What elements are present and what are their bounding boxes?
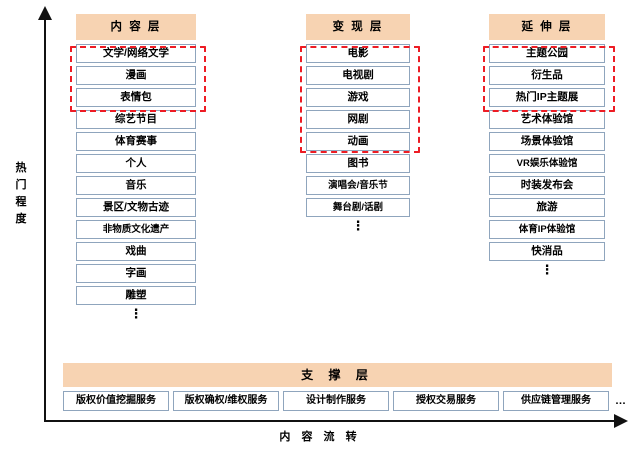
node-extension-9[interactable]: 快消品: [489, 242, 605, 261]
node-extension-7[interactable]: 旅游: [489, 198, 605, 217]
node-content-1[interactable]: 漫画: [76, 66, 196, 85]
node-extension-2[interactable]: 热门IP主题展: [489, 88, 605, 107]
y-axis-label-char-2: 程: [15, 196, 27, 208]
node-support-4[interactable]: 供应链管理服务: [503, 391, 609, 411]
node-extension-3[interactable]: 艺术体验馆: [489, 110, 605, 129]
node-monetization-7[interactable]: 舞台剧/话剧: [306, 198, 410, 217]
support-layer-row: 版权价值挖掘服务 版权确权/维权服务 设计制作服务 授权交易服务 供应链管理服务…: [63, 391, 627, 411]
node-content-3[interactable]: 综艺节目: [76, 110, 196, 129]
node-content-9[interactable]: 戏曲: [76, 242, 196, 261]
node-extension-8[interactable]: 体育IP体验馆: [489, 220, 605, 239]
node-monetization-1[interactable]: 电视剧: [306, 66, 410, 85]
x-axis-arrowhead-icon: [614, 414, 628, 428]
y-axis-label: 热 门 程 度: [10, 160, 32, 228]
y-axis-line: [44, 18, 46, 422]
y-axis-label-char-1: 门: [15, 179, 27, 191]
ellipsis-extension-layer: ⋮: [540, 262, 554, 277]
node-monetization-3[interactable]: 网剧: [306, 110, 410, 129]
column-header-extension-layer: 延 伸 层: [489, 14, 605, 40]
column-monetization-layer: 变 现 层 电影 电视剧 游戏 网剧 动画 图书 演唱会/音乐节 舞台剧/话剧 …: [306, 14, 410, 234]
node-content-2[interactable]: 表情包: [76, 88, 196, 107]
node-support-0[interactable]: 版权价值挖掘服务: [63, 391, 169, 411]
ellipsis-support-layer: …: [615, 395, 626, 407]
node-monetization-5[interactable]: 图书: [306, 154, 410, 173]
node-content-6[interactable]: 音乐: [76, 176, 196, 195]
node-extension-0[interactable]: 主题公园: [489, 44, 605, 63]
y-axis-label-char-3: 度: [15, 213, 27, 225]
node-content-10[interactable]: 字画: [76, 264, 196, 283]
y-axis-arrowhead-icon: [38, 6, 52, 20]
column-header-content-layer: 内 容 层: [76, 14, 196, 40]
x-axis-label: 内 容 流 转: [279, 431, 361, 443]
ellipsis-monetization-layer: ⋮: [351, 218, 365, 233]
node-content-11[interactable]: 雕塑: [76, 286, 196, 305]
node-monetization-0[interactable]: 电影: [306, 44, 410, 63]
node-content-5[interactable]: 个人: [76, 154, 196, 173]
node-content-4[interactable]: 体育赛事: [76, 132, 196, 151]
support-layer-header: 支 撑 层: [63, 363, 612, 387]
column-content-layer: 内 容 层 文学/网络文学 漫画 表情包 综艺节目 体育赛事 个人 音乐 景区/…: [76, 14, 196, 322]
column-extension-layer: 延 伸 层 主题公园 衍生品 热门IP主题展 艺术体验馆 场景体验馆 VR娱乐体…: [489, 14, 605, 278]
ellipsis-content-layer: ⋮: [129, 306, 143, 321]
node-support-2[interactable]: 设计制作服务: [283, 391, 389, 411]
node-extension-5[interactable]: VR娱乐体验馆: [489, 154, 605, 173]
x-axis-line: [44, 420, 616, 422]
node-monetization-6[interactable]: 演唱会/音乐节: [306, 176, 410, 195]
node-monetization-4[interactable]: 动画: [306, 132, 410, 151]
node-extension-6[interactable]: 时装发布会: [489, 176, 605, 195]
y-axis-label-char-0: 热: [15, 162, 27, 174]
node-content-0[interactable]: 文学/网络文学: [76, 44, 196, 63]
column-header-monetization-layer: 变 现 层: [306, 14, 410, 40]
node-content-8[interactable]: 非物质文化遗产: [76, 220, 196, 239]
node-extension-1[interactable]: 衍生品: [489, 66, 605, 85]
node-monetization-2[interactable]: 游戏: [306, 88, 410, 107]
node-extension-4[interactable]: 场景体验馆: [489, 132, 605, 151]
node-support-1[interactable]: 版权确权/维权服务: [173, 391, 279, 411]
node-support-3[interactable]: 授权交易服务: [393, 391, 499, 411]
node-content-7[interactable]: 景区/文物古迹: [76, 198, 196, 217]
